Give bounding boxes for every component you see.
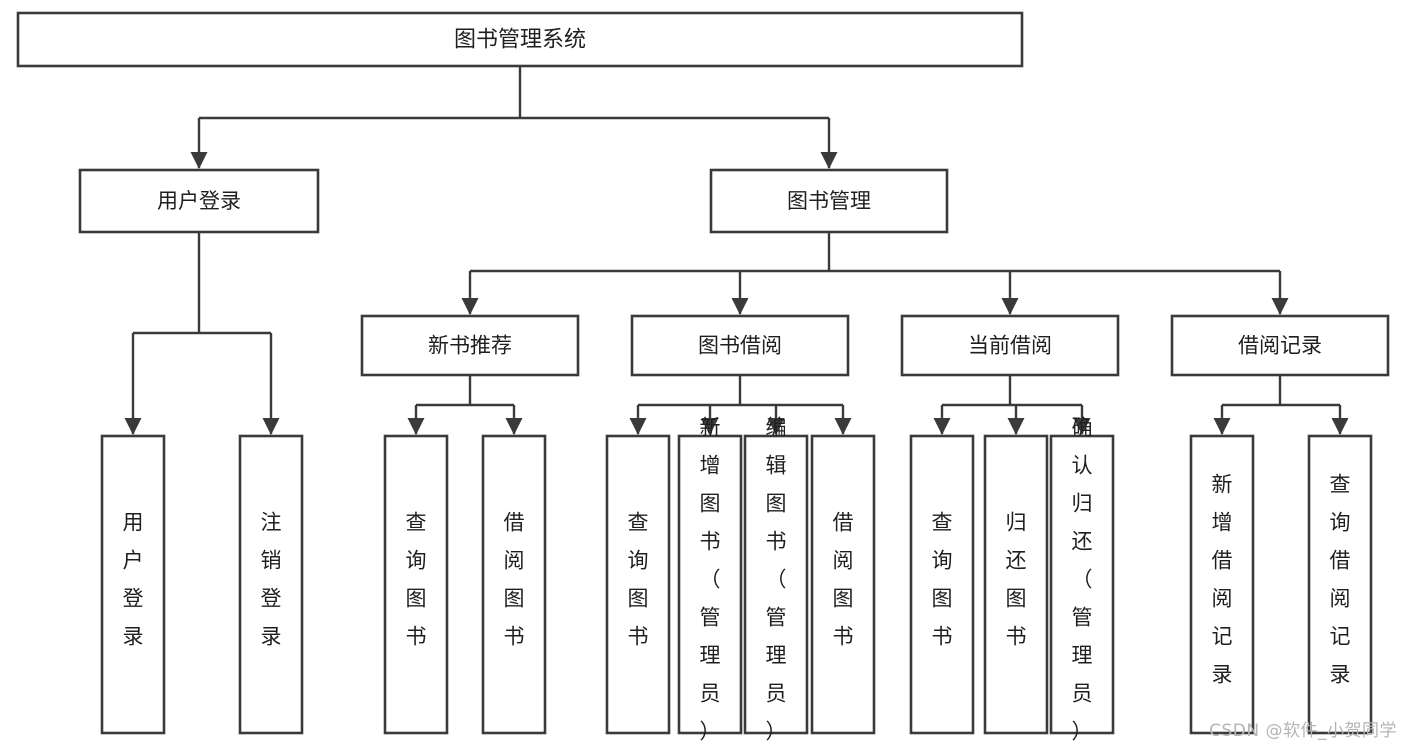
edge-group-l3_2	[933, 375, 1091, 435]
node-label: 归还图书	[1006, 511, 1027, 649]
edge-arrowhead	[1007, 418, 1025, 435]
edge-arrowhead	[1073, 418, 1091, 435]
node-leaf_8[interactable]: 查询图书	[909, 434, 975, 735]
edge-arrowhead	[505, 418, 523, 435]
node-root[interactable]: 图书管理系统	[16, 11, 1024, 68]
node-label: 注销登录	[261, 511, 282, 649]
node-box[interactable]	[810, 434, 876, 735]
edge-arrowhead	[767, 418, 785, 435]
node-leaf_11[interactable]: 新增借阅记录	[1189, 434, 1255, 735]
edge-arrowhead	[190, 152, 208, 169]
node-box[interactable]	[709, 168, 949, 234]
node-label: 确认归还（管理员）	[1072, 416, 1093, 744]
node-label: 借阅图书	[833, 511, 854, 649]
node-label: 用户登录	[157, 189, 241, 213]
node-box[interactable]	[900, 314, 1120, 377]
edge-arrowhead	[407, 418, 425, 435]
node-box[interactable]	[1049, 434, 1115, 735]
node-box[interactable]	[677, 434, 743, 735]
edge-arrowhead	[1213, 418, 1231, 435]
node-leaf_0[interactable]: 用户登录	[100, 434, 166, 735]
edge-group-l2_1	[461, 232, 1289, 315]
node-label: 查询图书	[628, 511, 649, 649]
node-label: 借阅记录	[1238, 334, 1322, 358]
node-label: 图书借阅	[698, 334, 782, 358]
node-box[interactable]	[1170, 314, 1390, 377]
node-leaf_7[interactable]: 借阅图书	[810, 434, 876, 735]
edge-arrowhead	[1331, 418, 1349, 435]
edge-arrowhead	[1001, 298, 1019, 315]
node-box[interactable]	[983, 434, 1049, 735]
node-label: 查询图书	[932, 511, 953, 649]
node-label: 查询图书	[406, 511, 427, 649]
node-leaf_2[interactable]: 查询图书	[383, 434, 449, 735]
edge-arrowhead	[701, 418, 719, 435]
node-leaf_4[interactable]: 查询图书	[605, 434, 671, 735]
edge-arrowhead	[834, 418, 852, 435]
node-box[interactable]	[78, 168, 320, 234]
node-l3_0[interactable]: 新书推荐	[360, 314, 580, 377]
node-box[interactable]	[630, 314, 850, 377]
node-leaf_1[interactable]: 注销登录	[238, 434, 304, 735]
node-box[interactable]	[1189, 434, 1255, 735]
node-leaf_10[interactable]: 确认归还（管理员）	[1049, 416, 1115, 744]
node-box[interactable]	[1307, 434, 1373, 735]
node-label: 当前借阅	[968, 334, 1052, 358]
node-label: 编辑图书（管理员）	[766, 416, 787, 744]
node-box[interactable]	[360, 314, 580, 377]
node-box[interactable]	[743, 434, 809, 735]
node-l3_3[interactable]: 借阅记录	[1170, 314, 1390, 377]
node-label: 图书管理	[787, 189, 871, 213]
node-label: 查询借阅记录	[1330, 473, 1351, 687]
edge-group-root	[190, 66, 838, 169]
node-leaf_6[interactable]: 编辑图书（管理员）	[743, 416, 809, 744]
node-box[interactable]	[909, 434, 975, 735]
edge-arrowhead	[731, 298, 749, 315]
node-label: 新书推荐	[428, 334, 512, 358]
node-box[interactable]	[16, 11, 1024, 68]
node-leaf_5[interactable]: 新增图书（管理员）	[677, 416, 743, 744]
edge-arrowhead	[262, 418, 280, 435]
node-l3_2[interactable]: 当前借阅	[900, 314, 1120, 377]
node-label: 用户登录	[123, 511, 144, 649]
edge-group-l3_0	[407, 375, 523, 435]
node-label: 图书管理系统	[454, 28, 586, 53]
node-label: 借阅图书	[504, 511, 525, 649]
node-box[interactable]	[238, 434, 304, 735]
edge-arrowhead	[461, 298, 479, 315]
edge-group-l2_0	[124, 232, 280, 435]
edge-group-l3_1	[629, 375, 852, 435]
node-l2_1[interactable]: 图书管理	[709, 168, 949, 234]
node-leaf_12[interactable]: 查询借阅记录	[1307, 434, 1373, 735]
edge-arrowhead	[124, 418, 142, 435]
edge-arrowhead	[820, 152, 838, 169]
node-label: 新增借阅记录	[1212, 473, 1233, 687]
edges-layer	[124, 66, 1349, 435]
node-box[interactable]	[481, 434, 547, 735]
node-l3_1[interactable]: 图书借阅	[630, 314, 850, 377]
edge-group-l3_3	[1213, 375, 1349, 435]
node-leaf_3[interactable]: 借阅图书	[481, 434, 547, 735]
edge-arrowhead	[1271, 298, 1289, 315]
nodes-layer: 图书管理系统用户登录图书管理新书推荐图书借阅当前借阅借阅记录用户登录注销登录查询…	[16, 11, 1390, 744]
node-l2_0[interactable]: 用户登录	[78, 168, 320, 234]
node-box[interactable]	[605, 434, 671, 735]
node-leaf_9[interactable]: 归还图书	[983, 434, 1049, 735]
node-box[interactable]	[100, 434, 166, 735]
edge-arrowhead	[933, 418, 951, 435]
node-box[interactable]	[383, 434, 449, 735]
watermark-label: CSDN @软件_小贺同学	[1209, 721, 1397, 741]
edge-arrowhead	[629, 418, 647, 435]
node-label: 新增图书（管理员）	[700, 416, 721, 744]
